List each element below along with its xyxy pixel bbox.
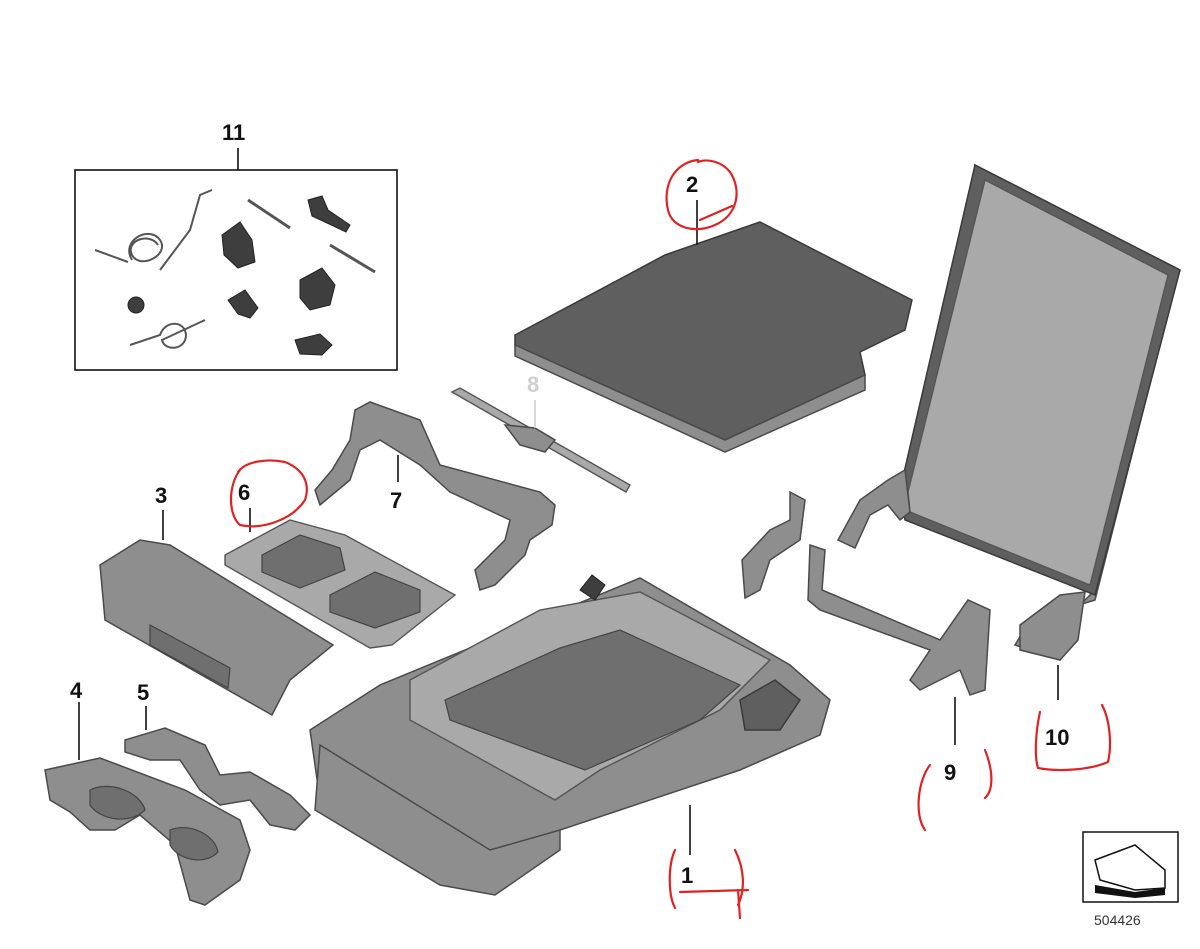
clip-icon [227, 289, 259, 319]
strip-clip [503, 424, 557, 453]
clip-2-icon [294, 333, 333, 356]
bracket-left-arm [741, 490, 806, 600]
small-spring-icon [129, 319, 206, 349]
pin-2-icon [329, 243, 376, 274]
red-annotation-2 [665, 158, 738, 231]
callout-3: 3 [155, 483, 167, 508]
cover-recess [149, 623, 231, 689]
callout-11: 11 [222, 120, 245, 145]
plate-pocket-1 [261, 534, 346, 589]
cup-ring-2 [169, 826, 219, 861]
callout-2: 2 [686, 172, 698, 197]
pin-icon [247, 198, 291, 230]
red-annotation-10 [1034, 703, 1112, 772]
cover-body [99, 539, 335, 717]
callout-9: 9 [944, 760, 956, 785]
part-10-backrest: 10 [836, 163, 1181, 772]
bracket-body [807, 543, 991, 696]
red-annotation-1 [668, 848, 750, 920]
latch-part-icon [221, 221, 256, 269]
red-annotation-6 [230, 459, 308, 528]
callout-8: 8 [527, 372, 539, 397]
tray-well [444, 629, 742, 771]
backrest-hinge [836, 468, 911, 550]
part-9-bracket: 9 [741, 490, 993, 832]
tray-front-face [314, 743, 561, 896]
plate-pocket-2 [329, 571, 421, 629]
part-5-insert: 5 [124, 680, 312, 831]
callout-5: 5 [137, 680, 149, 705]
frame-body [314, 401, 556, 591]
catalog-number: 504426 [1094, 912, 1141, 928]
part-1-seat-base: 1 [309, 574, 831, 920]
pad-edge [514, 343, 866, 453]
part-3-cover: 3 [99, 483, 335, 717]
cap-icon [127, 296, 145, 314]
callout-1: 1 [681, 863, 693, 888]
part-4-cup-holder: 4 [44, 678, 251, 906]
part-7-frame: 7 [314, 401, 556, 591]
pad-top [514, 221, 913, 441]
part-11-kit: 11 [74, 120, 398, 371]
callout-7: 7 [390, 488, 402, 513]
red-annotation-9 [917, 748, 993, 832]
torsion-spring-icon [94, 233, 163, 263]
callout-4: 4 [70, 678, 83, 703]
backrest-inner [907, 178, 1169, 586]
catalog-symbol: 504426 [1082, 831, 1179, 928]
callout-10: 10 [1045, 725, 1069, 750]
insert-body [124, 727, 312, 831]
kit-frame [74, 169, 398, 371]
catalog-shadow-icon [1095, 885, 1165, 898]
part-8-strip: 8 [450, 372, 631, 493]
wire-rod-icon [159, 189, 213, 271]
part-6-base-plate: 6 [224, 459, 457, 649]
backrest-foot [1019, 591, 1086, 661]
tray-latch [739, 679, 802, 731]
tray-clip [579, 574, 606, 601]
cup-ring-1 [89, 785, 146, 820]
latch-part-2-icon [299, 267, 336, 311]
callout-6: 6 [238, 480, 250, 505]
bolt-icon [307, 195, 351, 233]
part-2-cushion-pad: 2 [514, 158, 913, 453]
